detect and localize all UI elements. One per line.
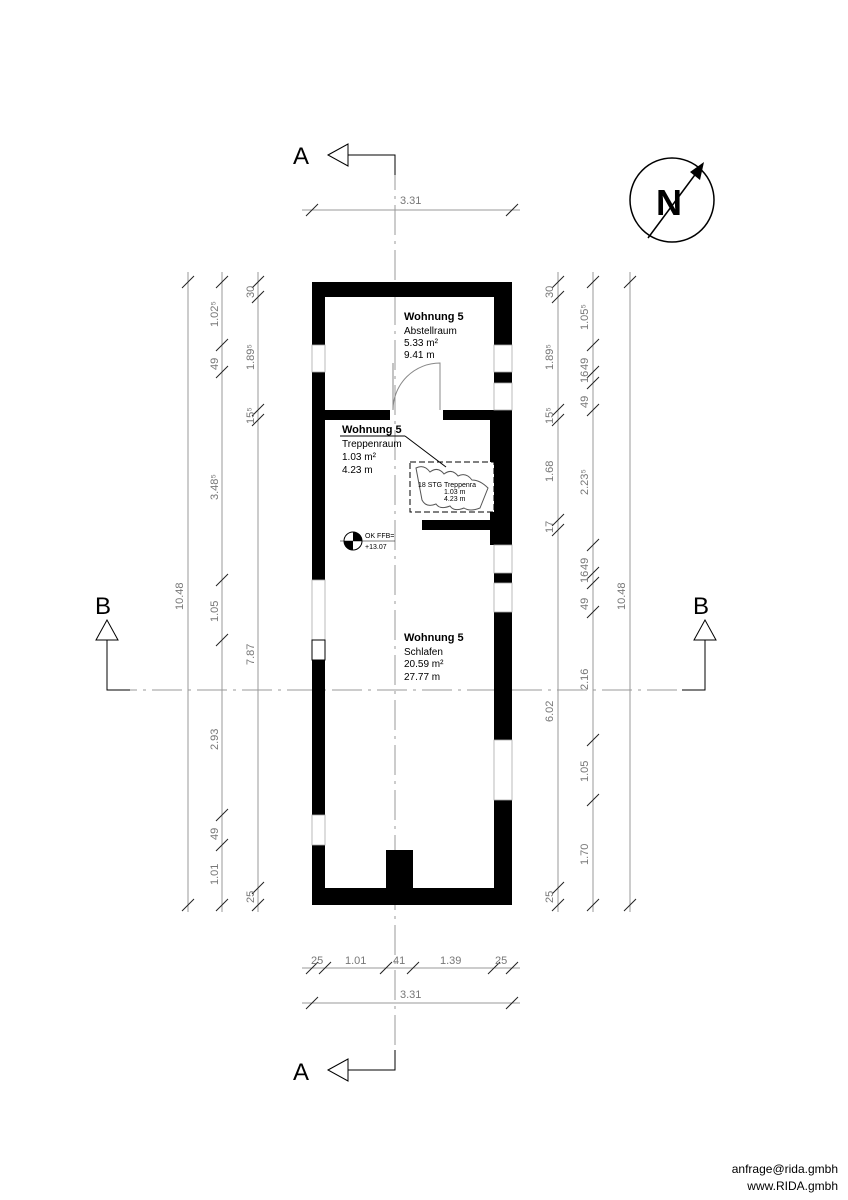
svg-text:25: 25 [245, 891, 257, 903]
section-a-bottom-label: A [293, 1059, 309, 1086]
section-a-top-label: A [293, 143, 309, 170]
svg-text:1.05: 1.05 [209, 601, 221, 622]
svg-text:27.77 m: 27.77 m [404, 672, 440, 683]
svg-text:Abstellraum: Abstellraum [404, 326, 457, 337]
svg-text:1.05⁵: 1.05⁵ [579, 304, 591, 330]
chimney [386, 850, 413, 890]
room-abstellraum: Wohnung 5 Abstellraum 5.33 m² 9.41 m [404, 311, 464, 361]
dim-top-total: 3.31 [400, 195, 421, 207]
svg-text:20.59 m²: 20.59 m² [404, 659, 444, 670]
svg-text:N: N [656, 182, 682, 223]
svg-text:2.23⁵: 2.23⁵ [579, 469, 591, 495]
svg-text:10.48: 10.48 [174, 582, 186, 610]
svg-text:16: 16 [579, 571, 591, 583]
svg-text:49: 49 [209, 828, 221, 840]
svg-text:1.01: 1.01 [345, 955, 366, 967]
footer-email[interactable]: anfrage@rida.gmbh [731, 1162, 838, 1176]
svg-text:2.93: 2.93 [209, 729, 221, 750]
svg-text:30: 30 [245, 286, 257, 298]
room-schlafen: Wohnung 5 Schlafen 20.59 m² 27.77 m [404, 632, 464, 683]
svg-text:41: 41 [393, 955, 405, 967]
dimensions: 3.31 25 1.01 41 1.39 25 3.31 10.48 1.02⁵… [174, 195, 637, 1010]
svg-text:Wohnung 5: Wohnung 5 [404, 311, 464, 323]
section-b-left-label: B [95, 593, 111, 620]
stair-label: 18 STG Treppenra [418, 482, 476, 489]
section-b-right-arrow-icon [693, 618, 717, 641]
svg-text:25: 25 [495, 955, 507, 967]
svg-text:3.48⁵: 3.48⁵ [209, 474, 221, 500]
svg-text:OK FFB=: OK FFB= [365, 533, 394, 540]
svg-text:1.01: 1.01 [209, 864, 221, 885]
svg-text:Schlafen: Schlafen [404, 647, 443, 658]
svg-text:49: 49 [579, 358, 591, 370]
svg-text:1.89⁵: 1.89⁵ [245, 344, 257, 370]
room-treppenraum: Wohnung 5 Treppenraum 1.03 m² 4.23 m [342, 424, 402, 476]
svg-text:6.02: 6.02 [544, 701, 556, 722]
svg-text:+13.07: +13.07 [365, 544, 387, 551]
svg-text:1.39: 1.39 [440, 955, 461, 967]
svg-text:7.87: 7.87 [245, 644, 257, 665]
svg-text:1.03 m: 1.03 m [444, 489, 466, 496]
north-arrow-icon: N [629, 157, 715, 243]
svg-text:16: 16 [579, 371, 591, 383]
svg-text:2.16: 2.16 [579, 669, 591, 690]
svg-text:1.03 m²: 1.03 m² [342, 452, 377, 463]
svg-text:15⁵: 15⁵ [245, 407, 257, 424]
svg-text:17: 17 [544, 521, 556, 533]
svg-text:49: 49 [579, 558, 591, 570]
svg-text:1.02⁵: 1.02⁵ [209, 301, 221, 327]
svg-text:Treppenraum: Treppenraum [342, 439, 402, 450]
footer-website[interactable]: www.RIDA.gmbh [747, 1179, 838, 1193]
svg-text:30: 30 [544, 286, 556, 298]
windows [311, 344, 513, 846]
door [392, 362, 441, 411]
svg-text:49: 49 [579, 396, 591, 408]
section-a-top-arrow-icon [326, 143, 349, 167]
svg-text:49: 49 [579, 598, 591, 610]
svg-text:1.05: 1.05 [579, 761, 591, 782]
walls [312, 282, 512, 905]
svg-text:1.68: 1.68 [544, 461, 556, 482]
svg-text:Wohnung 5: Wohnung 5 [404, 632, 464, 644]
stair: 18 STG Treppenra 1.03 m 4.23 m [340, 435, 495, 513]
svg-text:10.48: 10.48 [616, 582, 628, 610]
svg-text:4.23 m: 4.23 m [342, 465, 373, 476]
svg-text:15⁵: 15⁵ [544, 407, 556, 424]
svg-text:1.89⁵: 1.89⁵ [544, 344, 556, 370]
svg-text:25: 25 [544, 891, 556, 903]
svg-text:5.33 m²: 5.33 m² [404, 338, 439, 349]
section-a-bottom-arrow-icon [326, 1058, 349, 1082]
svg-text:9.41 m: 9.41 m [404, 350, 435, 361]
svg-text:Wohnung 5: Wohnung 5 [342, 424, 402, 436]
dim-bottom-total: 3.31 [400, 989, 421, 1001]
level-marker: OK FFB= +13.07 [340, 531, 395, 551]
svg-text:4.23 m: 4.23 m [444, 496, 466, 503]
svg-text:1.70: 1.70 [579, 844, 591, 865]
svg-text:49: 49 [209, 358, 221, 370]
section-b-left-arrow-icon [95, 618, 119, 641]
section-b-right-label: B [693, 593, 709, 620]
svg-text:25: 25 [311, 955, 323, 967]
